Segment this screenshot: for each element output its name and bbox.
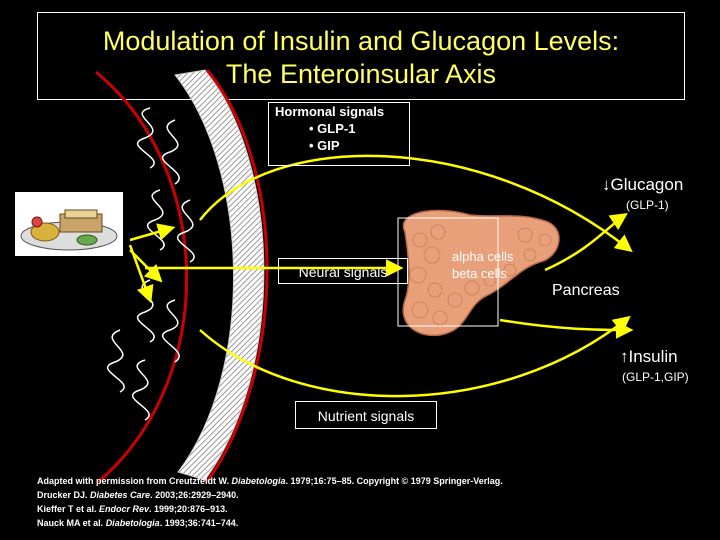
glucagon-mediators: (GLP-1) — [626, 198, 669, 212]
islet-cells-labels: alpha cells beta cells — [452, 248, 513, 282]
intestinal-villi — [106, 107, 195, 421]
glucagon-down-arrow-icon: ↓ — [602, 175, 611, 194]
references: Adapted with permission from Creutzfeldt… — [37, 474, 503, 530]
arrow-food-2 — [129, 249, 163, 283]
arrow-hormonal-to-glucagon — [199, 154, 633, 253]
glucagon-label: ↓Glucagon — [602, 175, 683, 195]
hormonal-heading: Hormonal signals — [275, 104, 385, 119]
title-line-1: Modulation of Insulin and Glucagon Level… — [102, 26, 620, 56]
insulin-text: Insulin — [628, 347, 678, 366]
reference-4: Nauck MA et al. Diabetologia. 1993;36:74… — [37, 518, 239, 528]
hormonal-signals-box: Hormonal signals • GLP-1 • GIP — [268, 102, 410, 166]
gut-lining-inner — [95, 70, 189, 484]
hormone-item-glp1: • GLP-1 — [309, 121, 356, 136]
nutrient-signals-label: Nutrient signals — [295, 401, 437, 429]
reference-2: Drucker DJ. Diabetes Care. 2003;26:2929–… — [37, 490, 239, 500]
meal-image — [15, 192, 123, 256]
pancreas-label: Pancreas — [552, 282, 620, 299]
arrow-pancreas-to-glucagon — [544, 213, 628, 272]
alpha-cells-label: alpha cells — [452, 249, 514, 264]
pancreas-illustration — [402, 209, 560, 336]
reference-1: Adapted with permission from Creutzfeldt… — [37, 476, 503, 486]
neural-signals-label: Neural signals — [278, 258, 408, 284]
gut-lining-outer — [205, 69, 269, 483]
arrow-food-1 — [129, 223, 176, 242]
gut-wall-band — [174, 69, 265, 481]
insulin-mediators: (GLP-1,GIP) — [622, 370, 689, 384]
insulin-label: ↑Insulin — [620, 347, 678, 367]
hormone-item-gip: • GIP — [309, 138, 340, 153]
arrow-food-3 — [128, 244, 154, 304]
insulin-up-arrow-icon: ↑ — [620, 347, 629, 366]
arrow-nutrient-to-insulin — [199, 315, 631, 398]
title-line-2: The Enteroinsular Axis — [225, 59, 497, 89]
glucagon-text: Glucagon — [610, 175, 684, 194]
beta-cells-label: beta cells — [452, 266, 507, 281]
arrow-pancreas-to-insulin — [499, 318, 634, 339]
title-box: Modulation of Insulin and Glucagon Level… — [37, 12, 685, 100]
reference-3: Kieffer T et al. Endocr Rev. 1999;20:876… — [37, 504, 228, 514]
